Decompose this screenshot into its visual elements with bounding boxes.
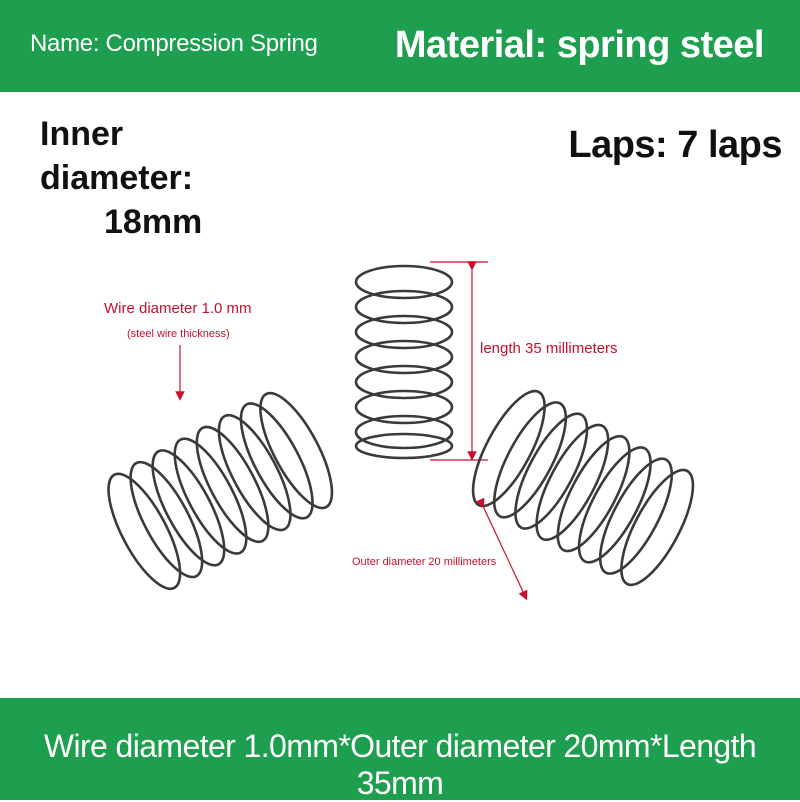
wire-diameter-annotation: Wire diameter 1.0 mm (104, 300, 252, 317)
footer-band: Wire diameter 1.0mm*Outer diameter 20mm*… (0, 698, 800, 801)
wire-note-annotation: (steel wire thickness) (127, 328, 230, 340)
upright-spring (354, 264, 454, 460)
left-spring (107, 391, 334, 591)
laps-spec: Laps: 7 laps (568, 124, 782, 166)
outer-diameter-dimension (475, 497, 528, 601)
material-label: Material: spring steel (394, 24, 765, 66)
spec-summary-caption: Wire diameter 1.0mm*Outer diameter 20mm*… (43, 728, 757, 801)
outer-diameter-annotation: Outer diameter 20 millimeters (352, 556, 497, 568)
header-band: Name: Compression Spring Material: sprin… (0, 0, 800, 92)
inner-diameter-spec: Inner diameter: 18mm (40, 112, 260, 244)
inner-diameter-value: 18mm (104, 203, 203, 241)
product-name: Name: Compression Spring (30, 30, 318, 57)
length-annotation: length 35 millimeters (480, 340, 618, 357)
inner-diameter-label: Inner diameter: (40, 115, 194, 197)
right-spring (471, 389, 695, 587)
